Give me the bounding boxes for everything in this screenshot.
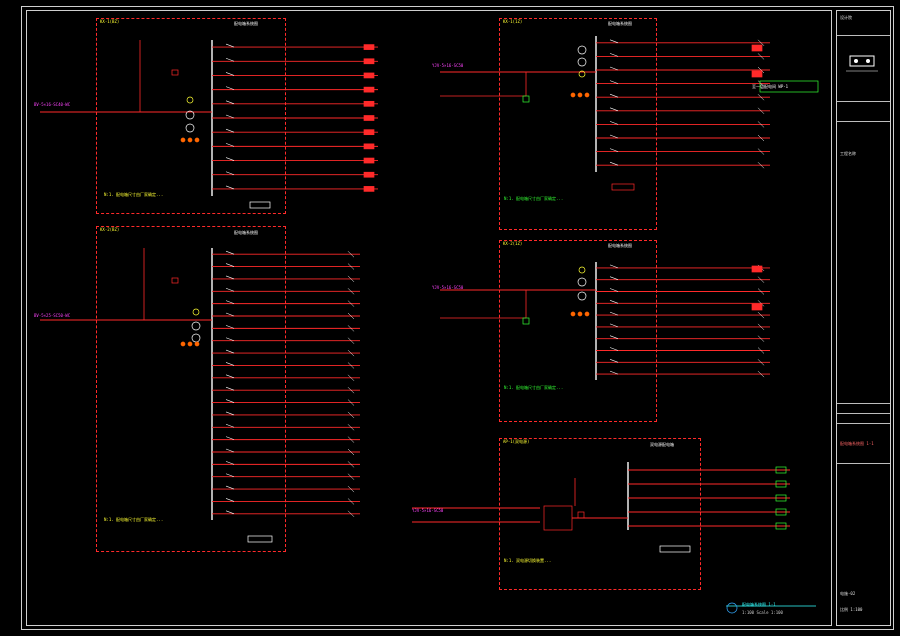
- panel-title: 配电箱系统图: [234, 230, 258, 235]
- project-name: 工程名称: [840, 151, 856, 156]
- panel-kx2-1z: [499, 240, 657, 422]
- panel-title: 配电箱系统图: [608, 243, 632, 248]
- drawing-label: 配电箱系统图 1-1: [742, 602, 776, 607]
- sheet-number: 电施-02: [840, 591, 856, 596]
- panel-id: KX-1(BZ): [100, 19, 120, 24]
- scale-text: 比例 1:100: [840, 607, 863, 612]
- inlet-cable: BV-5×25-SC50-WC: [34, 313, 71, 318]
- inner-border: [26, 10, 832, 626]
- panel-note: N:1. 配电箱尺寸由厂家确定...: [104, 517, 164, 522]
- inlet-cable: YJV-5×16-SC50: [432, 285, 464, 290]
- panel-title: 配电箱系统图: [234, 21, 258, 26]
- inlet-cable: YJV-5×16-SC50: [412, 508, 444, 513]
- drawing-scale: 1:100 Scale 1:100: [742, 610, 783, 615]
- panel-note: N:1. 配电箱尺寸由厂家确定...: [104, 192, 164, 197]
- panel-title: 配电箱系统图: [608, 21, 632, 26]
- drawing-title: 配电箱系统图 1-1: [840, 441, 874, 446]
- outer-border: [21, 6, 894, 630]
- callout-note: 至一层配电间 WP-1: [752, 84, 789, 89]
- panel-id: KX-1(1Z): [503, 19, 523, 24]
- panel-id: KX-2(BZ): [100, 227, 120, 232]
- panel-note: N:1. 配电箱尺寸由厂家确定...: [504, 385, 564, 390]
- panel-ap1: [499, 438, 701, 590]
- panel-kx2-bz: [96, 226, 286, 552]
- company-logo: [842, 50, 882, 76]
- inlet-cable: BV-5×16-SC40-WC: [34, 102, 71, 107]
- panel-kx1-bz: [96, 18, 286, 214]
- panel-id: KX-2(1Z): [503, 241, 523, 246]
- company-name: 设计院: [840, 15, 852, 20]
- panel-note: N:1. 配电箱尺寸由厂家确定...: [504, 196, 564, 201]
- inlet-cable: YJV-5×16-SC50: [432, 63, 464, 68]
- panel-id: AP-1(双电源): [503, 439, 530, 444]
- panel-note: N:1. 双电源切换装置...: [504, 558, 552, 563]
- panel-title: 双电源配电箱: [650, 442, 674, 447]
- title-block: 设计院 工程名称 配电箱系统图 1-1 电施-02 比例 1:100: [836, 10, 891, 626]
